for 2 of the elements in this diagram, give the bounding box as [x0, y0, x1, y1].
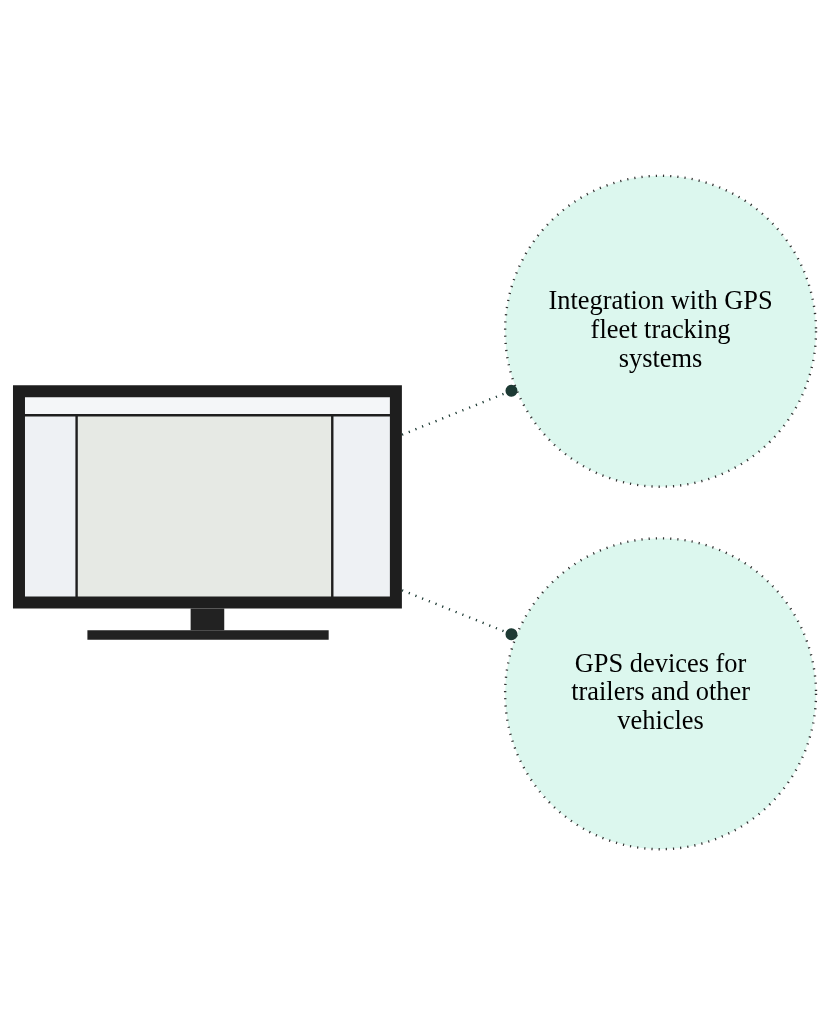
connector: [401, 588, 518, 640]
connector: [401, 384, 518, 436]
